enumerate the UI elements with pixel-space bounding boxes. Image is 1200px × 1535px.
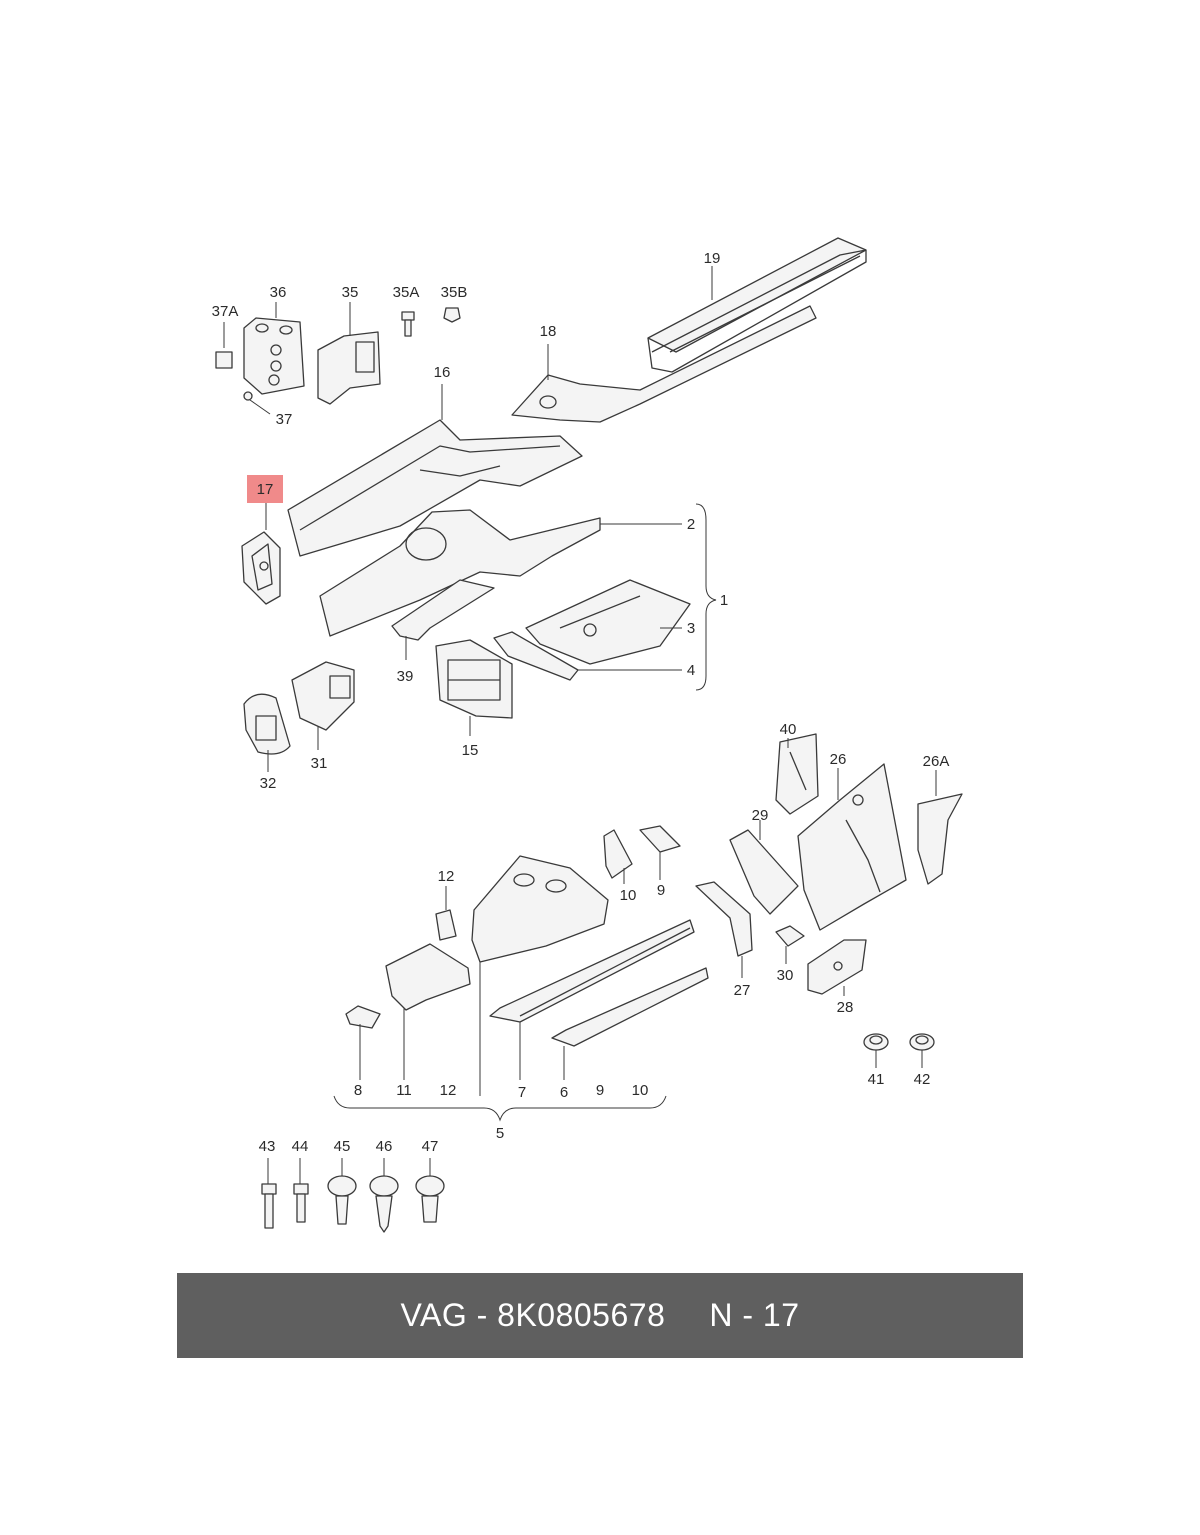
part-28-bracket: [807, 939, 867, 996]
part-27-arch: [695, 881, 753, 978]
callout-10-upper: 10: [620, 887, 637, 904]
part-41-grommet: [863, 1033, 889, 1068]
group-1-brace: [695, 503, 717, 691]
callout-7: 7: [518, 1084, 526, 1101]
part-2-floor-front: [319, 509, 682, 637]
callout-17-highlight: [247, 475, 283, 503]
callout-39: 39: [397, 668, 414, 685]
callout-2: 2: [687, 516, 695, 533]
callout-9-upper: 9: [657, 882, 665, 899]
callout-36: 36: [270, 284, 287, 301]
callout-29: 29: [752, 807, 769, 824]
part-26A-bracket: [917, 770, 963, 885]
part-44-bolt: [293, 1158, 309, 1223]
part-11-arch: [385, 943, 471, 1080]
part-47-clip: [415, 1158, 445, 1223]
callout-15: 15: [462, 742, 479, 759]
part-35-bracket: [317, 302, 381, 405]
callout-1: 1: [720, 592, 728, 609]
callout-4: 4: [687, 662, 695, 679]
callout-16: 16: [434, 364, 451, 381]
part-6-member: [551, 967, 709, 1080]
callout-43: 43: [259, 1138, 276, 1155]
callout-44: 44: [292, 1138, 309, 1155]
part-16-member: [287, 384, 583, 557]
callout-35B: 35B: [441, 284, 468, 301]
part-36-bracket: [243, 302, 305, 395]
part-45-clip: [327, 1158, 357, 1225]
part-3-floor-rear: [525, 579, 691, 665]
part-46-clip: [369, 1158, 399, 1233]
part-7-member: [489, 919, 695, 1080]
callout-37: 37: [276, 411, 293, 428]
callout-10-lower: 10: [632, 1082, 649, 1099]
callout-17: 17: [257, 481, 274, 498]
part-26-pillar: [797, 763, 907, 931]
part-35A-bolt: [401, 311, 415, 337]
part-8-plate: [345, 1005, 381, 1080]
callout-3: 3: [687, 620, 695, 637]
part-12-bracket: [435, 886, 457, 941]
callout-6: 6: [560, 1084, 568, 1101]
part-17-plate: [241, 500, 281, 605]
part-18-rail: [511, 305, 817, 423]
callout-45: 45: [334, 1138, 351, 1155]
callout-27: 27: [734, 982, 751, 999]
callout-37A: 37A: [212, 303, 239, 320]
part-4-crossmember: [493, 631, 682, 681]
part-5-front-structure: [471, 855, 609, 1096]
callout-8: 8: [354, 1082, 362, 1099]
callout-42: 42: [914, 1071, 931, 1088]
callout-9-lower: 9: [596, 1082, 604, 1099]
callout-12-upper: 12: [438, 868, 455, 885]
part-39-tunnel: [391, 579, 495, 660]
part-10-bracket: [603, 829, 633, 884]
part-37-screw: [243, 391, 271, 415]
part-37A-nut: [215, 322, 233, 369]
part-number-banner: VAG - 8K0805678 N - 17: [177, 1273, 1023, 1358]
part-43-bolt: [261, 1158, 277, 1229]
callout-18: 18: [540, 323, 557, 340]
position-text: N - 17: [709, 1297, 800, 1333]
callout-5: 5: [496, 1125, 504, 1142]
part-32-gasket: [243, 693, 291, 772]
part-40-bracket: [775, 733, 819, 815]
part-15-panel: [435, 639, 513, 736]
part-number-text: VAG - 8K0805678: [400, 1297, 666, 1333]
callout-35A: 35A: [393, 284, 420, 301]
part-29-bracket: [729, 820, 799, 915]
callout-31: 31: [311, 755, 328, 772]
callout-47: 47: [422, 1138, 439, 1155]
part-19-sill: [647, 237, 867, 373]
callout-11: 11: [396, 1082, 412, 1099]
callout-19: 19: [704, 250, 721, 267]
callout-30: 30: [777, 967, 794, 984]
callout-26A: 26A: [923, 753, 950, 770]
part-31-bracket: [291, 661, 355, 750]
callout-28: 28: [837, 999, 854, 1016]
part-9-bracket: [639, 825, 681, 880]
callout-40: 40: [780, 721, 797, 738]
part-35B-nut: [443, 307, 461, 323]
callout-26: 26: [830, 751, 847, 768]
callout-35: 35: [342, 284, 359, 301]
callout-32: 32: [260, 775, 277, 792]
callout-41: 41: [868, 1071, 885, 1088]
group-5-brace: [333, 1095, 667, 1122]
callout-46: 46: [376, 1138, 393, 1155]
part-30-plate: [775, 925, 805, 964]
part-42-grommet: [909, 1033, 935, 1068]
callout-12-lower: 12: [440, 1082, 457, 1099]
